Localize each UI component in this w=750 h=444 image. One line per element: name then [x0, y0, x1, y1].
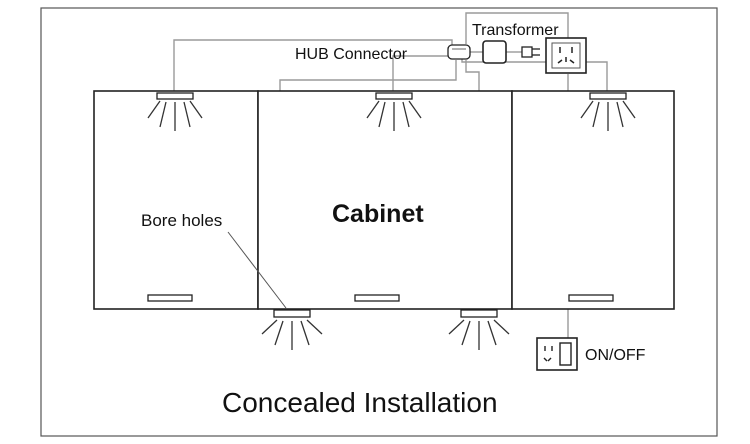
led-puck-light-icon	[147, 92, 203, 131]
bore-holes-label: Bore holes	[141, 211, 222, 230]
power-outlet-icon	[545, 37, 587, 74]
wall-switch-icon	[536, 337, 578, 371]
outer-frame	[40, 7, 718, 437]
led-puck-light-icon	[448, 309, 510, 350]
hub-connector-label: HUB Connector	[295, 46, 408, 63]
handle-right	[568, 294, 614, 302]
cabinet-label: Cabinet	[332, 200, 424, 228]
on-off-label: ON/OFF	[585, 347, 646, 364]
cabinet-row	[93, 90, 675, 310]
transformer-icon	[482, 40, 507, 64]
cabinet-middle	[257, 90, 513, 310]
cabinet-left	[93, 90, 259, 310]
transformer-label: Transformer	[472, 22, 559, 39]
handle-middle	[354, 294, 400, 302]
hub-connector-icon	[447, 44, 471, 60]
bore-holes-leader	[227, 231, 287, 309]
handle-left	[147, 294, 193, 302]
plug-icon	[521, 46, 540, 58]
led-puck-light-icon	[366, 92, 422, 131]
cabinet-right	[511, 90, 675, 310]
led-puck-light-icon	[580, 92, 636, 131]
diagram-caption: Concealed Installation	[222, 387, 498, 418]
led-puck-light-icon	[261, 309, 323, 350]
